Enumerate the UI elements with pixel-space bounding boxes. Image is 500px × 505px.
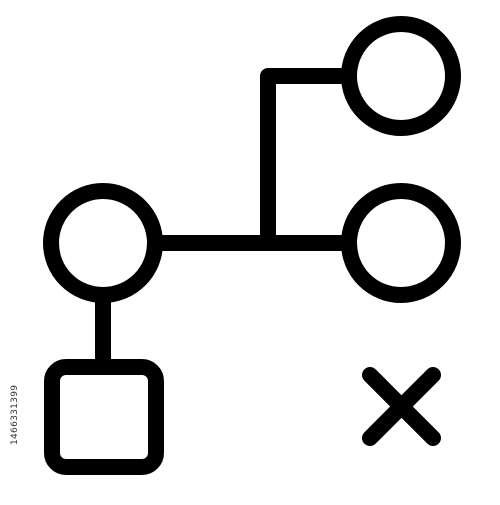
node-middle-right-circle — [341, 183, 461, 303]
cross-icon — [362, 367, 441, 446]
node-bottom-square — [44, 359, 164, 475]
watermark-id-text: 1466331399 — [10, 384, 20, 445]
node-top-right-circle — [341, 16, 461, 136]
node-left-circle — [43, 183, 163, 303]
connector-line-branch-up — [260, 68, 354, 251]
